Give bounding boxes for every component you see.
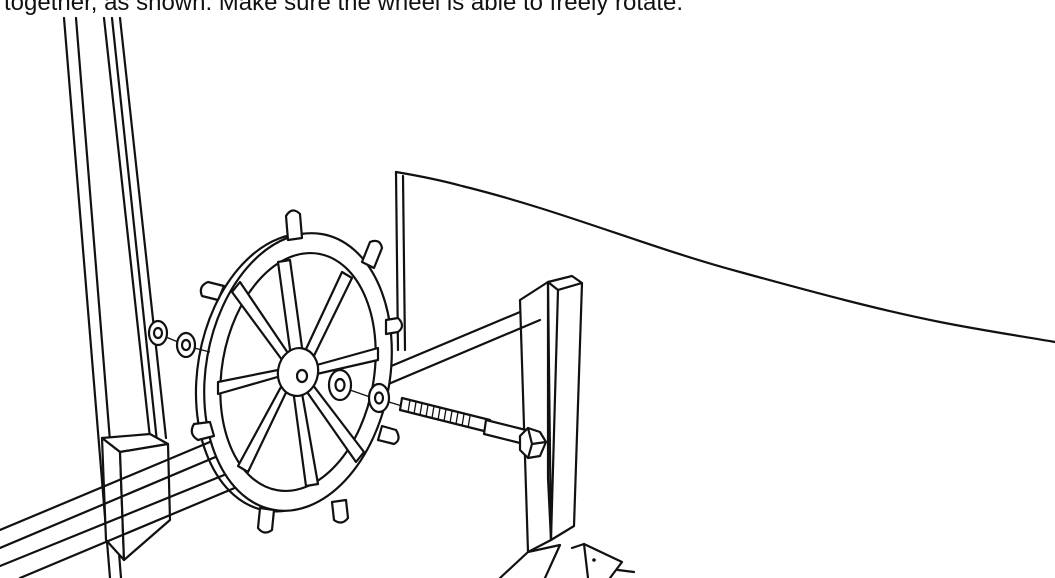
wheel bbox=[190, 209, 404, 534]
wheel-handles bbox=[190, 209, 404, 534]
instruction-caption: together, as shown. Make sure the wheel … bbox=[4, 0, 684, 16]
bottom-blocks bbox=[498, 542, 636, 578]
mounting-board bbox=[518, 274, 584, 554]
left-washers bbox=[147, 319, 211, 359]
vertical-post bbox=[62, 16, 168, 578]
right-washers bbox=[327, 368, 403, 414]
hex-bolt bbox=[398, 396, 548, 460]
post-bracket bbox=[100, 432, 172, 562]
